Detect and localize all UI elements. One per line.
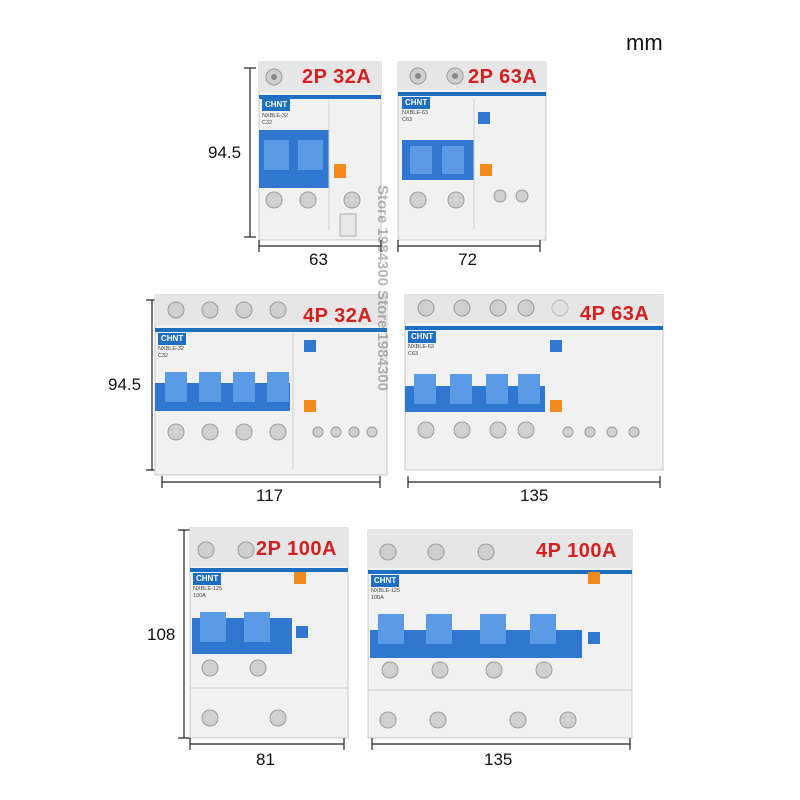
- sub-2p-32a: C32: [262, 120, 273, 126]
- sub-4p-32a: C32: [158, 353, 169, 359]
- brand-4p-63a: CHNT: [408, 331, 437, 343]
- rating-4p-63a: 4P 63A: [580, 303, 650, 325]
- width-dimension-4p-100a: [371, 738, 631, 750]
- breaker-2p-63a: [397, 61, 547, 241]
- height-label-row2: 94.5: [108, 375, 142, 394]
- brand-2p-100a: CHNT: [193, 573, 222, 585]
- rating-4p-100a: 4P 100A: [536, 540, 617, 562]
- rating-2p-63a: 2P 63A: [468, 66, 538, 88]
- rating-2p-32a: 2P 32A: [302, 66, 372, 88]
- height-label-row3: 108: [147, 625, 176, 644]
- height-dimension-row1: [244, 67, 256, 238]
- width-label-4p-32a: 117: [256, 486, 284, 505]
- model-4p-63a: NXBLE-63: [408, 344, 434, 350]
- width-label-2p-63a: 72: [458, 250, 477, 269]
- brand-2p-63a: CHNT: [402, 97, 431, 109]
- sub-2p-63a: C63: [402, 117, 413, 123]
- height-label-row1: 94.5: [208, 143, 242, 162]
- sub-4p-100a: 100A: [371, 595, 384, 601]
- rating-2p-100a: 2P 100A: [256, 538, 337, 560]
- brand-4p-32a: CHNT: [158, 333, 187, 345]
- width-dimension-2p-32a: [258, 240, 382, 252]
- width-label-2p-100a: 81: [256, 750, 275, 769]
- width-label-4p-100a: 135: [484, 750, 513, 769]
- model-4p-32a: NXBLE-32: [158, 346, 184, 352]
- model-2p-100a: NXBLE-125: [193, 586, 223, 592]
- width-dimension-2p-100a: [189, 738, 345, 750]
- sub-4p-63a: C63: [408, 351, 419, 357]
- width-dimension-4p-63a: [407, 476, 661, 488]
- unit-label: mm: [626, 30, 663, 55]
- breaker-4p-100a: [367, 529, 633, 739]
- breaker-2p-100a: [189, 527, 349, 739]
- width-label-4p-63a: 135: [520, 486, 549, 505]
- model-2p-63a: NXBLE-63: [402, 110, 428, 116]
- breaker-4p-32a: [154, 294, 388, 476]
- width-dimension-2p-63a: [397, 240, 541, 252]
- model-2p-32a: NXBLE-32: [262, 113, 288, 119]
- width-label-2p-32a: 63: [309, 250, 328, 269]
- brand-2p-32a: CHNT: [262, 99, 291, 111]
- breaker-4p-63a: [404, 294, 664, 471]
- sub-2p-100a: 100A: [193, 593, 206, 599]
- model-4p-100a: NXBLE-125: [371, 588, 401, 594]
- breaker-2p-32a: [258, 61, 382, 241]
- rating-4p-32a: 4P 32A: [303, 305, 373, 327]
- height-dimension-row3: [178, 529, 190, 739]
- store-watermark: Store 1984300 Store 1984300: [374, 185, 391, 391]
- width-dimension-4p-32a: [161, 476, 381, 488]
- brand-4p-100a: CHNT: [371, 575, 400, 587]
